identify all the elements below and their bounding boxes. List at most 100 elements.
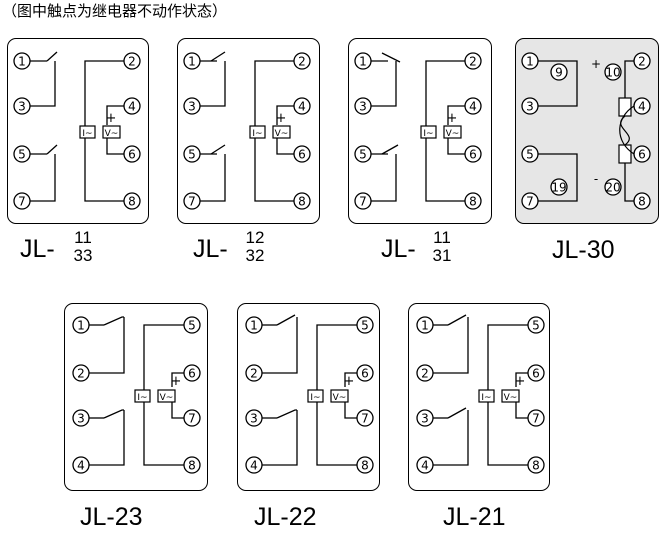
jl32-contact-5 [210,144,226,155]
relay-jl33-panel [7,38,149,224]
state-note: （图中触点为继电器不动作状态） [2,2,228,20]
jl31-pin-8-circle [464,192,482,210]
jl31-pin-1-label: 1 [359,55,367,69]
jl31-pin-6-circle [464,145,482,163]
jl21-current-label: I~ [481,393,491,403]
caption-jl32-model: JL- [193,235,228,263]
jl22-pin-8-label: 8 [361,459,369,473]
jl21-voltage-box [501,389,520,403]
jl23-wire-2 [89,317,125,374]
jl23-voltage-box [157,389,176,403]
jl33-pin-4-circle [123,97,141,115]
jl22-pin-7-circle [356,409,374,427]
jl32-pin-7-circle [183,192,201,210]
jl22-voltage-box [330,389,349,403]
jl30-wire-2 [624,60,634,98]
jl22-pin-5-label: 5 [361,319,369,333]
caption-jl32-sub: 32 [245,246,265,265]
jl30-pin-1-label: 1 [526,55,534,69]
jl33-pin-6-circle [123,145,141,163]
jl30-pin-10-circle [604,63,622,81]
jl21-wire-2 [433,317,469,374]
caption-jl31-sub: 31 [432,246,452,265]
jl31-current-label: I~ [423,129,433,139]
jl21-pin-5-label: 5 [532,319,540,333]
jl33-contact-5 [46,144,58,155]
jl22-pin-6-label: 6 [361,367,369,381]
jl21-pin-6-circle [527,364,545,382]
jl21-wire-4 [433,410,469,466]
jl21-pin-1-circle [416,316,434,334]
jl33-pin-2-label: 2 [128,55,136,69]
jl22-wire-4 [262,410,298,466]
jl31-pin-8-label: 8 [469,195,477,209]
jl23-pin-5-circle [183,316,201,334]
jl32-wire-3 [200,61,226,107]
jl31-pin-2-label: 2 [469,55,477,69]
jl22-wire-6 [344,372,357,387]
jl30-wire-8 [624,163,634,202]
jl31-pin-1-circle [354,52,372,70]
jl22-plus-sign: + [344,374,355,389]
jl23-pin-1-circle [72,316,90,334]
jl23-pin-8-circle [183,456,201,474]
jl30-pin-6-label: 6 [638,148,646,162]
jl21-pin-4-circle [416,456,434,474]
jl30-wire-1-3 [538,60,578,107]
jl31-pin-3-label: 3 [359,100,367,114]
jl30-pin-20-label: 20 [605,181,620,195]
jl22-pin-3-label: 3 [250,412,258,426]
jl32-contact-1 [210,51,226,62]
jl30-pin-7-label: 7 [526,195,534,209]
jl33-wire-7 [30,154,56,202]
caption-jl22-model: JL-22 [254,503,317,531]
jl23-contact-3 [103,409,124,419]
jl31-pin-3-circle [354,97,372,115]
jl21-pin-5-circle [527,316,545,334]
jl21-pin-8-label: 8 [532,459,540,473]
jl22-pin-6-circle [356,364,374,382]
jl32-pin-4-circle [293,97,311,115]
jl33-voltage-label: V~ [105,129,119,139]
jl21-pin-2-circle [416,364,434,382]
jl22-wire-2 [262,317,298,374]
jl32-pin-8-label: 8 [298,195,306,209]
jl32-wire-7 [200,154,226,202]
jl22-pin-7-label: 7 [361,412,369,426]
jl31-contact-1 [381,52,401,63]
jl30-pin-3-label: 3 [526,100,534,114]
jl33-pin-3-circle [13,97,31,115]
jl33-pin-1-label: 1 [18,55,26,69]
jl21-contact-3 [447,407,467,419]
jl22-contact-1 [276,314,296,326]
jl31-pin-7-label: 7 [359,195,367,209]
jl31-wire-3 [371,61,397,107]
jl23-wire-6 [171,372,184,387]
caption-jl30-model: JL-30 [552,236,615,264]
jl32-pin-5-label: 5 [188,148,196,162]
jl23-pin-4-circle [72,456,90,474]
jl30-pin-20-circle [604,178,622,196]
jl22-pin-2-label: 2 [250,367,258,381]
jl21-plus-sign: + [515,374,526,389]
jl32-pin-6-circle [293,145,311,163]
jl30-pin-9-label: 9 [555,66,563,80]
jl23-pin-3-label: 3 [77,412,85,426]
jl33-pin-3-label: 3 [18,100,26,114]
relay-jl32-panel [177,38,320,224]
jl30-pin-8-label: 8 [638,195,646,209]
jl23-voltage-label: V~ [160,393,174,403]
jl32-pin-5-circle [183,145,201,163]
jl33-wire-6 [106,138,124,155]
jl32-pin-6-label: 6 [298,148,306,162]
jl22-pin-2-circle [245,364,263,382]
jl33-wire-3 [30,61,56,107]
caption-jl33-sup: 11 [74,228,92,247]
caption-jl32-sup: 12 [245,228,265,247]
jl22-current-label: I~ [310,393,320,403]
jl30-pin-5-label: 5 [526,148,534,162]
jl32-pin-2-label: 2 [298,55,306,69]
jl23-pin-8-label: 8 [188,459,196,473]
jl30-pin-10-label: 10 [605,66,620,80]
